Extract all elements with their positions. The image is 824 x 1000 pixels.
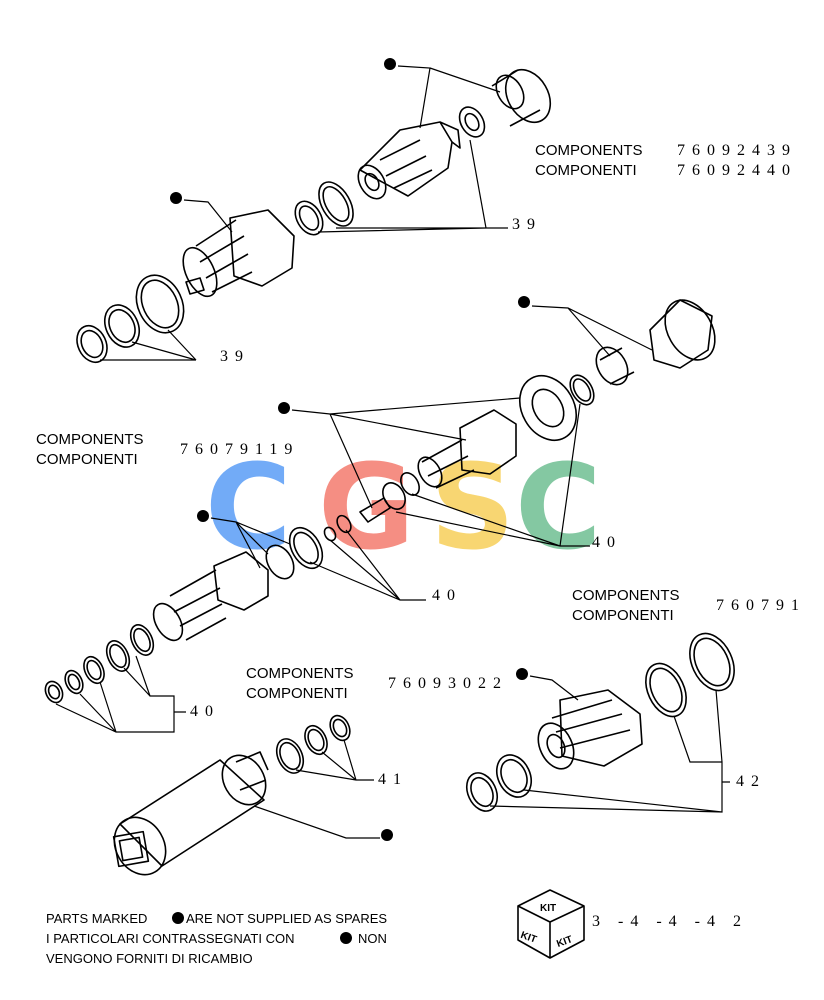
callout-40-low: 40 [190, 703, 220, 720]
kit-cube-icon: KIT KIT KIT [517, 889, 585, 959]
label-components-en-1: COMPONENTS [535, 142, 643, 159]
watermark-letter-g: G [318, 438, 415, 576]
middle-right-valve [359, 299, 716, 523]
kit-label-right: KIT [555, 934, 574, 950]
label-code-2: 76079119 [180, 441, 299, 458]
note-bullet-1 [172, 912, 184, 924]
callout-40-mid: 40 [432, 587, 462, 604]
label-components-it-4: COMPONENTI [246, 685, 348, 702]
label-components-it-1: COMPONENTI [535, 162, 637, 179]
label-code-4: 76093022 [388, 675, 508, 692]
components-label-1: COMPONENTS COMPONENTI 76092439 76092440 [535, 142, 797, 179]
lower-right-leaders: 42 [489, 668, 766, 813]
upper-left-valve [76, 209, 295, 364]
label-components-it-3: COMPONENTI [572, 607, 674, 624]
top-valve-assembly [294, 68, 552, 236]
label-code-3: 760791 [716, 597, 806, 614]
bullet-marker-7 [516, 668, 528, 680]
note-line-3: VENGONO FORNITI DI RICAMBIO [46, 951, 253, 966]
label-components-en-4: COMPONENTS [246, 665, 354, 682]
watermark-letter-c2: C [515, 438, 602, 576]
middle-right-leaders: 40 [278, 296, 653, 551]
bullet-marker-5 [197, 510, 209, 522]
cgsc-watermark: C G S C [205, 438, 602, 576]
supply-note: PARTS MARKED ARE NOT SUPPLIED AS SPARES … [46, 911, 387, 966]
kit-label-left: KIT [519, 930, 538, 946]
kit-refs: 3 -4 -4 -4 2 [592, 913, 748, 930]
kit-label-top: KIT [540, 903, 556, 914]
middle-left-leaders: 40 40 [55, 510, 462, 733]
solenoid-leaders: 41 [253, 739, 408, 841]
label-code-1a: 76092439 [677, 142, 797, 159]
callout-40-right: 40 [592, 534, 622, 551]
components-label-4: COMPONENTS COMPONENTI 76093022 [246, 665, 508, 702]
top-leaders: 39 [317, 58, 542, 233]
bullet-marker-1 [384, 58, 396, 70]
callout-39-left: 39 [220, 348, 250, 365]
watermark-letter-s: S [430, 438, 515, 576]
bullet-marker-3 [518, 296, 530, 308]
bullet-marker-4 [278, 402, 290, 414]
upper-left-leaders: 39 [100, 192, 250, 365]
callout-41: 41 [378, 771, 408, 788]
label-components-en-3: COMPONENTS [572, 587, 680, 604]
note-line-2b: NON [358, 931, 387, 946]
components-label-2: COMPONENTS COMPONENTI 76079119 [36, 431, 299, 468]
label-code-1b: 76092440 [677, 162, 797, 179]
callout-39-top: 39 [512, 216, 542, 233]
bullet-marker-2 [170, 192, 182, 204]
watermark-letter-c1: C [205, 438, 292, 576]
bullet-marker-6 [381, 829, 393, 841]
lower-right-valve [465, 632, 735, 812]
note-line-1a: PARTS MARKED [46, 911, 147, 926]
note-line-2a: I PARTICOLARI CONTRASSEGNATI CON [46, 931, 294, 946]
components-label-3: COMPONENTS COMPONENTI 760791 [572, 587, 806, 624]
label-components-it-2: COMPONENTI [36, 451, 138, 468]
callout-42: 42 [736, 773, 766, 790]
note-bullet-2 [340, 932, 352, 944]
label-components-en-2: COMPONENTS [36, 431, 144, 448]
note-line-1b: ARE NOT SUPPLIED AS SPARES [186, 911, 387, 926]
solenoid-coil [112, 714, 351, 876]
middle-left-valve [44, 514, 352, 704]
